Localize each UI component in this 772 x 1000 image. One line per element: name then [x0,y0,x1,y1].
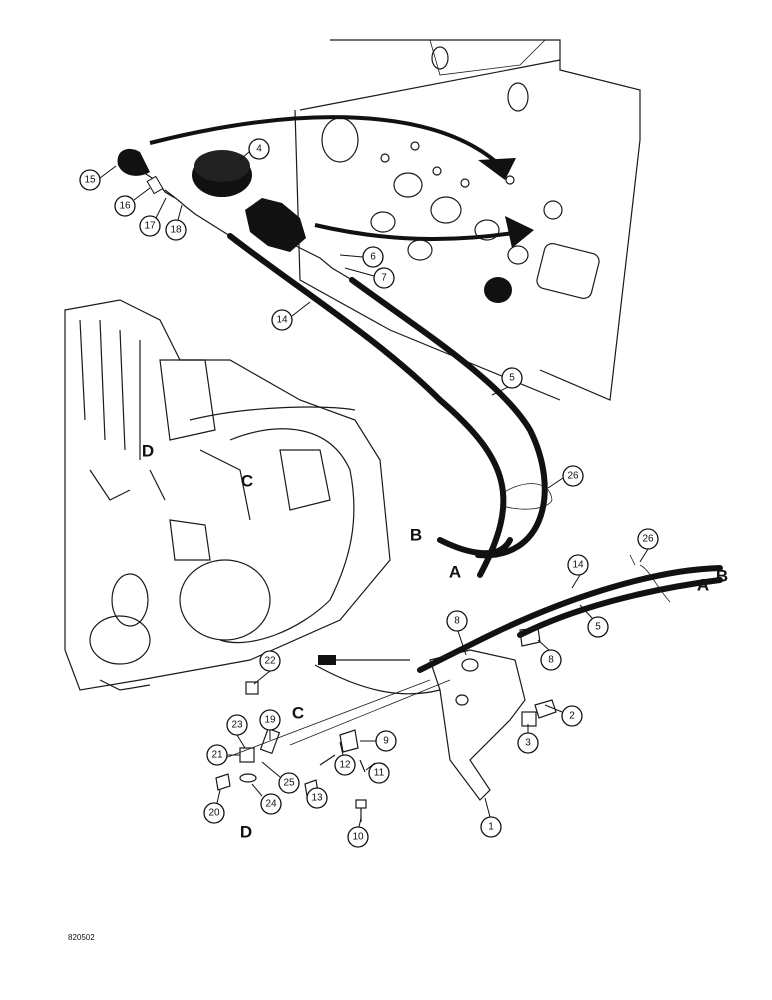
callout-7: 7 [344,267,395,289]
callout-6: 6 [339,246,384,268]
callout-18-label: 18 [170,225,182,236]
callout-6-label: 6 [370,252,376,263]
callout-25: 25 [261,761,300,794]
callout-14b: 14 [567,554,589,589]
dust-cap [192,150,252,197]
letter-b-lower: B [716,567,728,586]
letter-a-lower: A [697,576,709,595]
callout-14a-label: 14 [276,315,288,326]
callout-23: 23 [226,714,248,749]
throttle-knob [245,198,353,281]
letter-c-engine: C [241,472,253,491]
callout-13-label: 13 [311,793,323,804]
callout-8b: 8 [537,639,562,671]
callout-21-label: 21 [211,750,223,761]
callout-4: 4 [239,138,270,161]
callout-26b-label: 26 [642,534,654,545]
callout-22: 22 [253,650,281,685]
cables-upper [227,233,553,578]
callout-24-label: 24 [265,799,277,810]
callout-12-label: 12 [339,760,351,771]
callouts: 1 2 3 4 5 5 6 [79,138,659,848]
letter-d-engine: D [142,442,154,461]
callout-14a: 14 [271,301,311,331]
callout-5b: 5 [579,604,609,638]
callout-23-label: 23 [231,720,243,731]
callout-5b-label: 5 [595,622,601,633]
callout-19: 19 [259,709,281,740]
callout-9-label: 9 [383,736,389,747]
callout-11: 11 [365,762,390,784]
callout-15: 15 [79,165,117,191]
callout-2: 2 [544,704,583,727]
reference-number: 820502 [68,933,95,942]
letter-b-upper: B [410,526,422,545]
callout-20: 20 [203,789,225,824]
callout-17-label: 17 [144,221,156,232]
callout-16-label: 16 [119,201,131,212]
choke-knob [117,148,231,237]
callout-8a-label: 8 [454,616,460,627]
callout-7-label: 7 [381,273,387,284]
letter-markers: A B A B C D C D [142,442,728,842]
callout-15-label: 15 [84,175,96,186]
callout-1: 1 [480,797,502,838]
callout-16: 16 [114,187,151,217]
callout-22-label: 22 [264,656,276,667]
engine-illustration [64,299,391,691]
callout-2-label: 2 [569,711,575,722]
callout-3-label: 3 [525,738,531,749]
callout-17: 17 [139,197,167,237]
callout-9: 9 [360,730,397,752]
callout-25-label: 25 [283,778,295,789]
callout-10-label: 10 [352,832,364,843]
callout-12: 12 [334,741,356,776]
callout-21: 21 [206,744,240,766]
callout-24: 24 [251,783,282,815]
callout-5a-label: 5 [509,373,515,384]
callout-1-label: 1 [488,822,494,833]
callout-5a: 5 [491,367,523,396]
callout-14b-label: 14 [572,560,584,571]
callout-3: 3 [517,724,539,754]
callout-26b: 26 [637,528,659,563]
dash-panel [294,39,641,401]
callout-18: 18 [165,204,187,241]
callout-4-label: 4 [256,144,262,155]
callout-26a-label: 26 [567,471,579,482]
callout-11-label: 11 [374,768,385,779]
callout-13: 13 [306,787,328,809]
mounting-bracket [219,649,526,801]
letter-d-parts: D [240,823,252,842]
install-arrows [149,115,534,248]
callout-26a: 26 [547,465,584,489]
callout-19-label: 19 [264,715,276,726]
letter-c-parts: C [292,704,304,723]
letter-a-upper: A [449,563,461,582]
callout-10: 10 [347,817,369,848]
callout-8a: 8 [446,610,468,656]
callout-20-label: 20 [208,808,220,819]
callout-8b-label: 8 [548,655,554,666]
small-hardware [215,627,557,822]
cables-lower [417,554,723,673]
